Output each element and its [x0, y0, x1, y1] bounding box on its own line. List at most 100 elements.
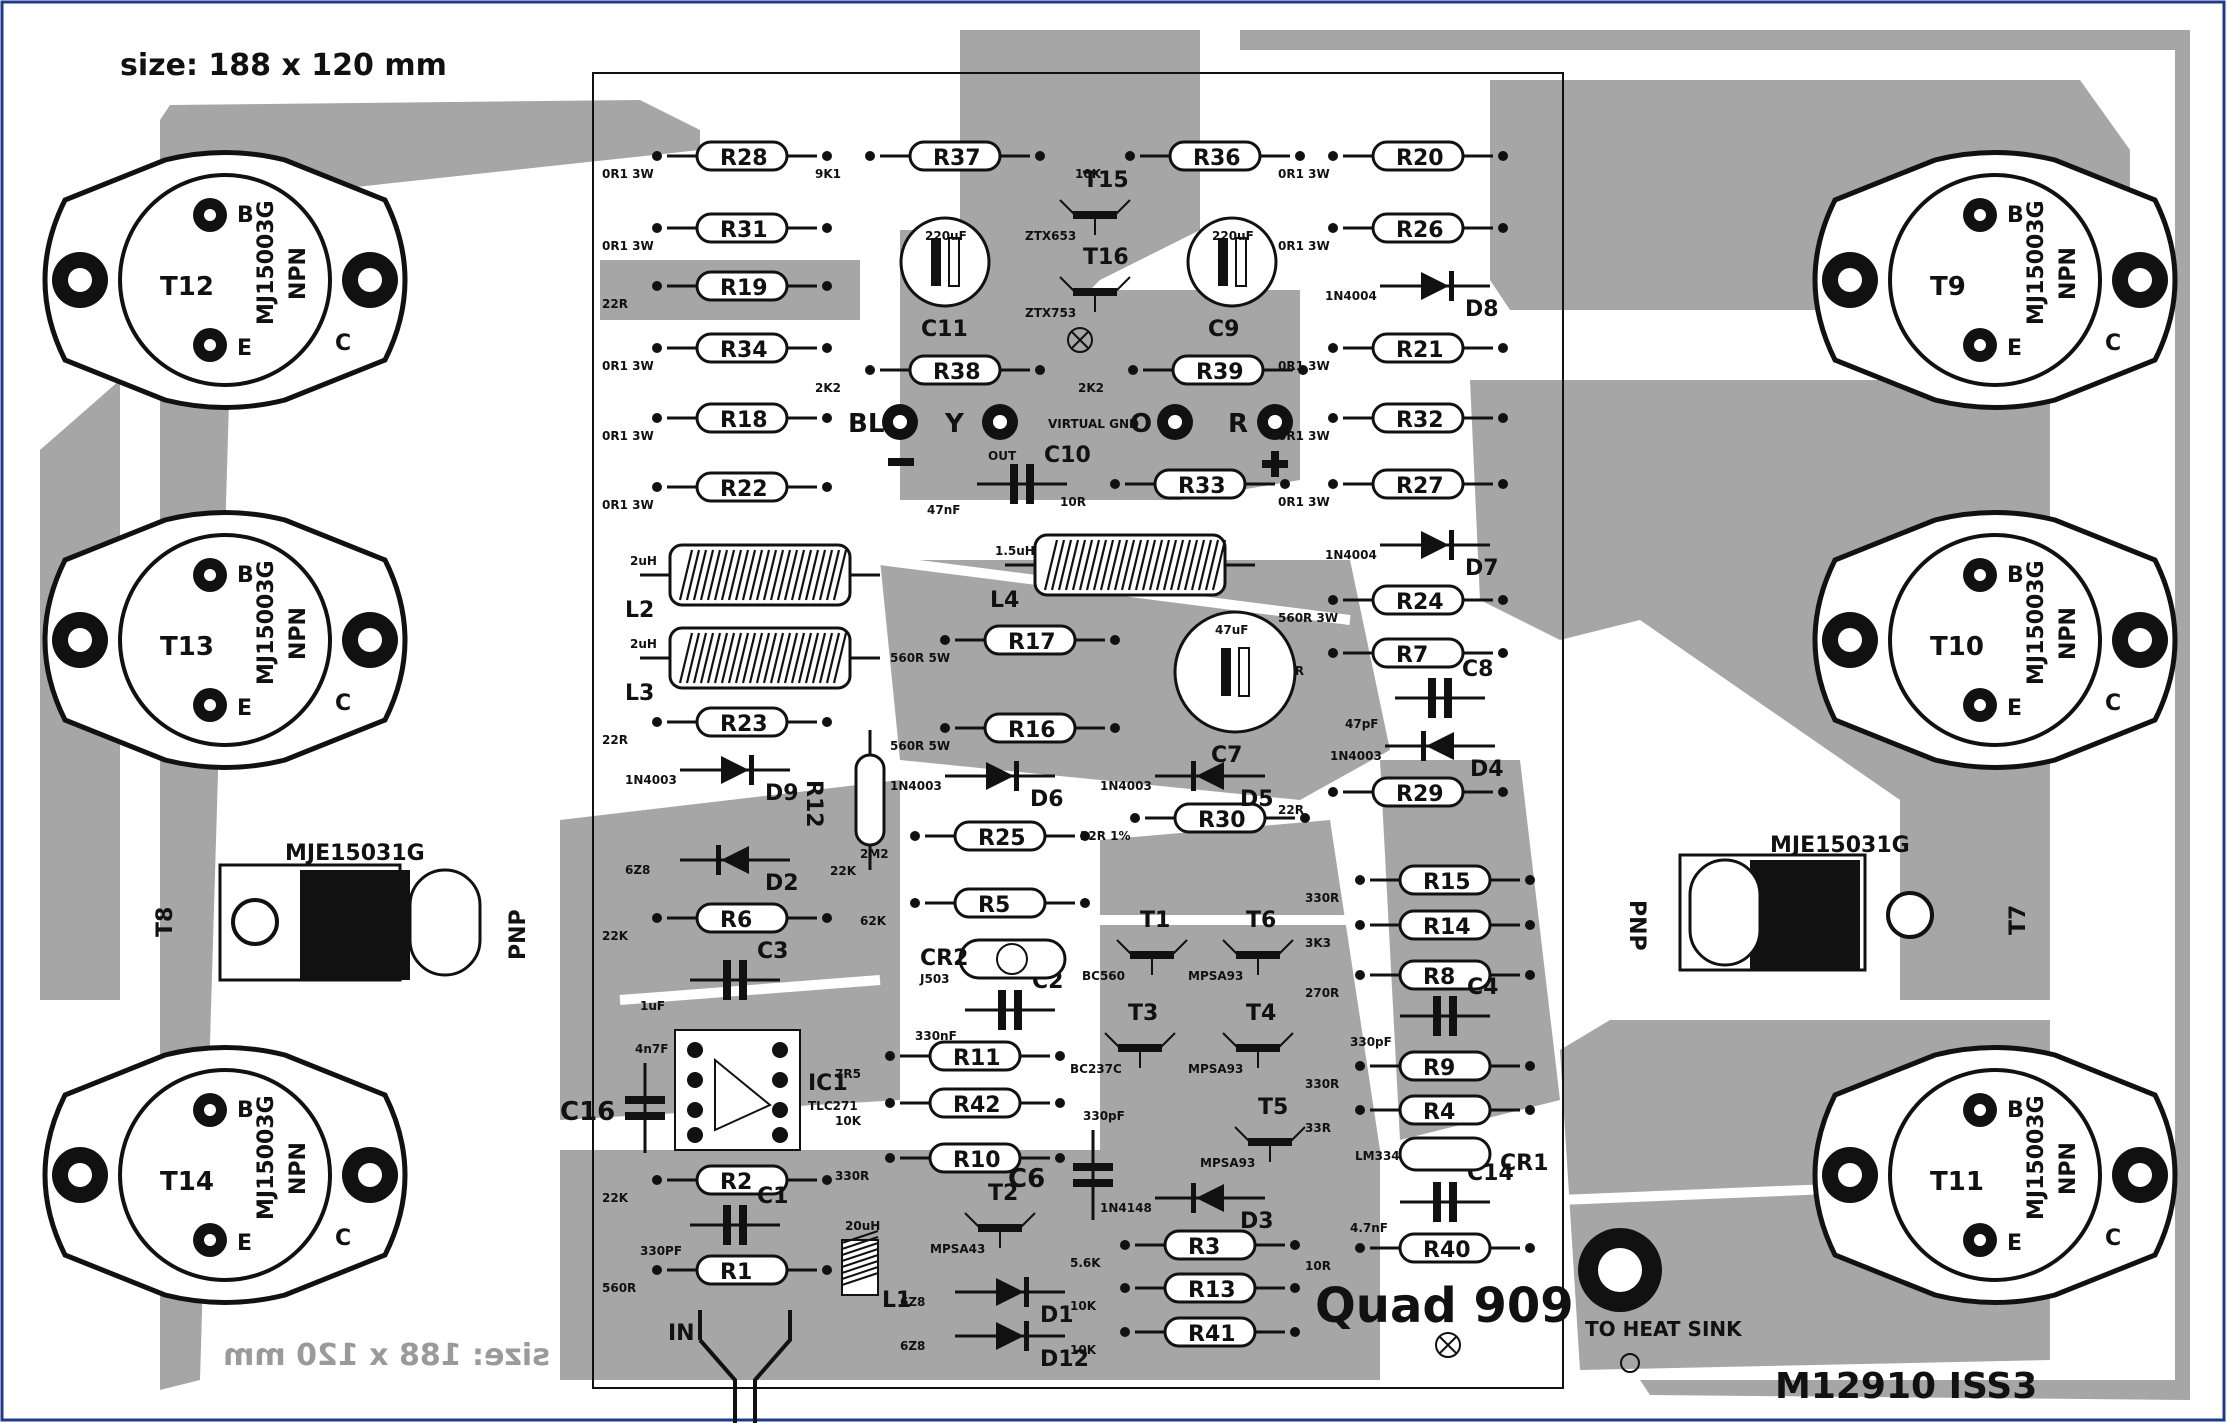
capacitor-val: 220uF	[925, 229, 967, 243]
resistor-id: R23	[720, 712, 768, 737]
diode-val: 1N4003	[1330, 749, 1382, 763]
resistor-R42: R42 10K	[835, 1087, 1065, 1128]
transistor-id: T13	[160, 632, 214, 662]
input-connector: IN	[668, 1310, 792, 1423]
resistor-id: R9	[1423, 1056, 1455, 1081]
diode-id: D9	[765, 781, 799, 806]
transistor-id: T12	[160, 272, 214, 302]
capacitor-val: 330pF	[1083, 1109, 1125, 1123]
cr1: CR1 LM334	[1355, 1136, 1548, 1176]
size-label-top: size: 188 x 120 mm	[120, 48, 447, 83]
resistor-id: R42	[953, 1093, 1001, 1118]
small-transistor-id: T3	[1128, 1001, 1158, 1026]
cr2: CR2 J503	[919, 938, 1067, 986]
input-label: IN	[668, 1321, 695, 1346]
size-label-bottom: size: 188 x 120 mm	[223, 1338, 550, 1373]
small-transistor-val: ZTX653	[1025, 229, 1076, 243]
pin-c-label: C	[2105, 331, 2121, 356]
inductor-val: 20uH	[845, 1219, 880, 1233]
resistor-id: R5	[978, 893, 1010, 918]
resistor-val: 0R1 3W	[602, 498, 654, 512]
resistor-id: R29	[1396, 782, 1444, 807]
resistor-id: R14	[1423, 915, 1471, 940]
resistor-val: 22K	[602, 1191, 629, 1205]
resistor-val: 0R1 3W	[602, 239, 654, 253]
resistor-val: 7R5	[835, 1067, 861, 1081]
resistor-id: R7	[1396, 643, 1428, 668]
terminal-R: R	[1228, 409, 1248, 439]
driver-T7: PNP MJE15031G T7	[1624, 833, 2031, 972]
terminal-BL: BL	[848, 409, 884, 439]
ic-IC1-id: IC1	[808, 1071, 848, 1096]
transistor-type: NPN	[2056, 1142, 2081, 1195]
resistor-id: R38	[933, 360, 981, 385]
transistor-type: NPN	[2056, 247, 2081, 300]
resistor-id: R33	[1178, 474, 1226, 499]
capacitor-id: C9	[1208, 317, 1239, 342]
resistor-id: R37	[933, 146, 981, 171]
transistor-id: T9	[1930, 272, 1966, 302]
diode-val: 6Z8	[900, 1295, 925, 1309]
capacitor-val: 330nF	[915, 1029, 957, 1043]
resistor-val: 560R 3W	[1278, 611, 1338, 625]
diode-val: 1N4148	[1100, 1201, 1152, 1215]
resistor-id: R18	[720, 408, 768, 433]
resistor-val: 10K	[835, 1114, 862, 1128]
diode-id: D6	[1030, 787, 1064, 812]
terminal-Y: Y	[944, 409, 965, 439]
resistor-id: R19	[720, 276, 768, 301]
capacitor-val: 4.7nF	[1350, 1221, 1388, 1235]
pin-c-label: C	[2105, 1226, 2121, 1251]
resistor-val: 0R1 3W	[602, 429, 654, 443]
capacitor-val: 47pF	[1345, 717, 1379, 731]
capacitor-id: C6	[1008, 1164, 1045, 1194]
resistor-val: 10K	[1075, 167, 1102, 181]
pin-e-label: E	[237, 1231, 252, 1256]
transistor-id: T11	[1930, 1167, 1984, 1197]
resistor-id: R15	[1423, 870, 1471, 895]
inner-outline	[592, 72, 1564, 1389]
capacitor-id: C16	[560, 1097, 615, 1127]
capacitor-val: 47uF	[1215, 623, 1248, 637]
resistor-id: R10	[953, 1148, 1001, 1173]
resistor-R3: R35.6K	[1070, 1229, 1300, 1270]
pin-e-label: E	[2007, 336, 2022, 361]
small-transistor-id: T1	[1140, 908, 1170, 933]
pin-e-label: E	[2007, 696, 2022, 721]
small-transistor-id: T2	[988, 1181, 1018, 1206]
resistor-val: 0R1 3W	[602, 359, 654, 373]
resistor-id: R21	[1396, 338, 1444, 363]
small-transistor-id: T15	[1083, 168, 1129, 193]
transistor-type: NPN	[2056, 607, 2081, 660]
capacitor-id: C3	[757, 939, 788, 964]
resistor-val: 22R	[1278, 803, 1304, 817]
diode-id: D12	[1040, 1347, 1089, 1372]
diode-id: D5	[1240, 787, 1274, 812]
